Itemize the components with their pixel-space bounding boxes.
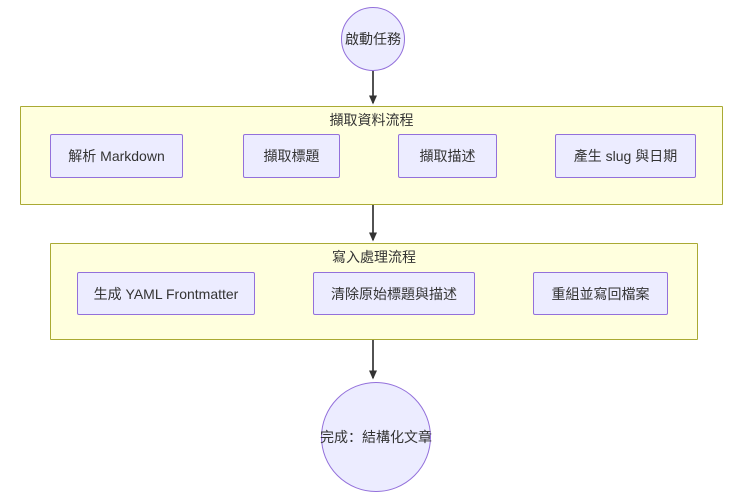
node-extract-title-label: 擷取標題 xyxy=(263,148,320,164)
start-node: 啟動任務 xyxy=(341,7,405,71)
node-parse-markdown-label: 解析 Markdown xyxy=(68,148,165,164)
cluster-extract-title: 擷取資料流程 xyxy=(329,112,414,128)
node-clean-original-title-desc: 清除原始標題與描述 xyxy=(313,272,475,315)
start-node-label: 啟動任務 xyxy=(345,31,401,47)
node-parse-markdown: 解析 Markdown xyxy=(50,134,183,178)
node-rebuild-write-back-label: 重組並寫回檔案 xyxy=(551,285,650,302)
end-node: 完成：結構化文章 xyxy=(320,382,432,492)
node-generate-yaml-frontmatter-label: 生成 YAML Frontmatter xyxy=(93,285,239,302)
node-generate-slug-date-label: 產生 slug 與日期 xyxy=(573,148,678,164)
end-node-label: 完成：結構化文章 xyxy=(320,429,432,445)
cluster-write-title: 寫入處理流程 xyxy=(332,249,416,265)
node-extract-title: 擷取標題 xyxy=(243,134,340,178)
node-extract-description: 擷取描述 xyxy=(398,134,497,178)
node-clean-original-title-desc-label: 清除原始標題與描述 xyxy=(331,285,457,302)
node-rebuild-write-back: 重組並寫回檔案 xyxy=(533,272,668,315)
node-extract-description-label: 擷取描述 xyxy=(419,148,476,164)
node-generate-slug-date: 產生 slug 與日期 xyxy=(555,134,696,178)
node-generate-yaml-frontmatter: 生成 YAML Frontmatter xyxy=(77,272,255,315)
